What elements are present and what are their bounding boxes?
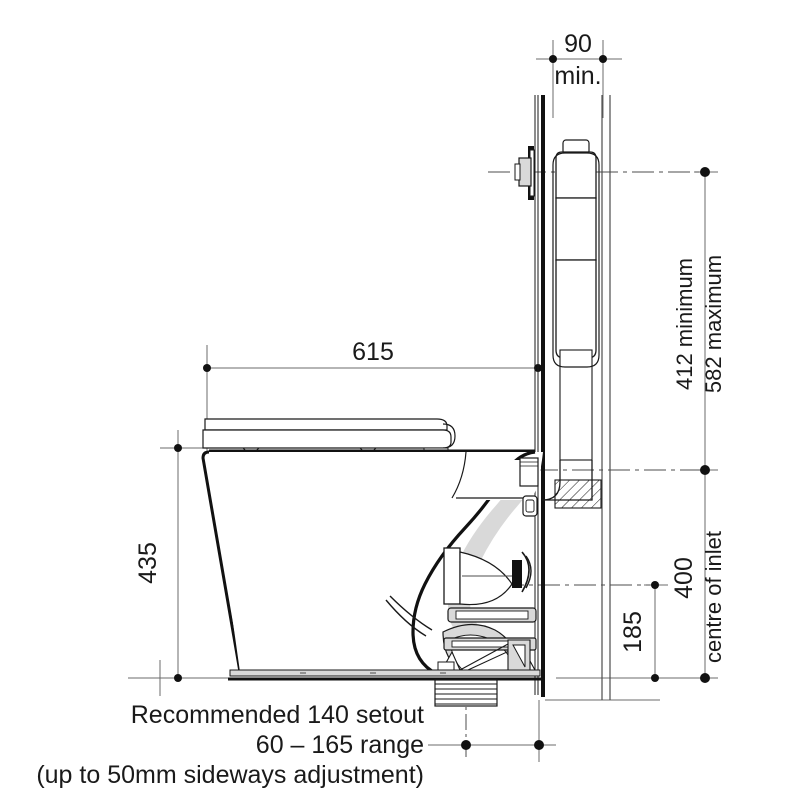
dot-90-right [599, 55, 607, 63]
mounting-brackets [437, 607, 537, 673]
button-plate-face [518, 157, 532, 187]
dim-text-90: 90 [564, 30, 592, 58]
dim-text-582-maximum: 582 maximum [701, 255, 726, 393]
cistern-riser [559, 349, 593, 461]
cistern-upper-body [555, 151, 597, 199]
dim-text-centre-of-inlet: centre of inlet [701, 531, 726, 663]
cistern-frame [552, 152, 600, 368]
seat-end-cap [442, 423, 456, 449]
floor-slab [229, 669, 541, 677]
dim-text-90-qualifier: min. [554, 62, 601, 90]
dot-435-top [174, 444, 182, 452]
toilet-lid [204, 418, 448, 431]
inwall-cistern [541, 139, 597, 501]
floor-assembly [228, 669, 542, 681]
dim-text-400: 400 [670, 557, 698, 599]
dot-right-top [700, 167, 710, 177]
bracket-strut-diag [459, 643, 509, 671]
dim-text-185: 185 [619, 611, 647, 653]
dot-185-bottom [651, 674, 659, 682]
dot-435-bottom [174, 674, 182, 682]
connector-collar [443, 547, 461, 605]
note-line-3: (up to 50mm sideways adjustment) [36, 761, 424, 789]
button-plate-edge [514, 163, 521, 181]
pan-connector [443, 547, 532, 606]
dot-right-mid [700, 465, 710, 475]
dim-text-615: 615 [352, 338, 394, 366]
wall-heavy-line [541, 95, 545, 697]
dot-bottom-outlet [461, 740, 471, 750]
note-line-1: Recommended 140 setout [131, 701, 424, 729]
flush-button-plate [514, 146, 535, 200]
connector-flange-2 [525, 555, 532, 589]
pan-cavity-curve [451, 451, 467, 499]
wall-assembly [534, 95, 611, 700]
connector-seal [512, 560, 522, 588]
bracket-corner-inner [512, 644, 526, 668]
dot-615-left [203, 364, 211, 372]
dot-bottom-wall [534, 740, 544, 750]
cistern-tank-lower [555, 259, 597, 359]
inlet-side-port-inner [525, 499, 535, 513]
dot-right-bottom [700, 673, 710, 683]
dim-text-412-minimum: 412 minimum [672, 258, 697, 390]
connector-cone [459, 551, 513, 606]
inlet-fitting [519, 457, 539, 517]
dimension-dots [174, 55, 710, 750]
pan-left-profile [201, 450, 242, 673]
hatched-support-block [554, 479, 602, 509]
dot-90-left [549, 55, 557, 63]
pan-cavity-top [452, 460, 532, 500]
bracket-upper-inner [455, 610, 529, 620]
toilet-seat-assembly [202, 418, 456, 454]
connector-flange [521, 551, 530, 593]
dim-text-435: 435 [134, 542, 162, 584]
toilet-seat [202, 429, 452, 449]
pan-body-fill [209, 452, 543, 672]
dot-185-top [651, 581, 659, 589]
pan-internal-rib-2 [385, 599, 427, 637]
inlet-box [519, 457, 539, 487]
cistern-tank [555, 197, 597, 261]
note-line-2: 60 – 165 range [256, 731, 424, 759]
pan-internal-rib [389, 595, 433, 631]
floor-outlet [434, 679, 498, 707]
cistern-frame-outline [552, 152, 600, 368]
